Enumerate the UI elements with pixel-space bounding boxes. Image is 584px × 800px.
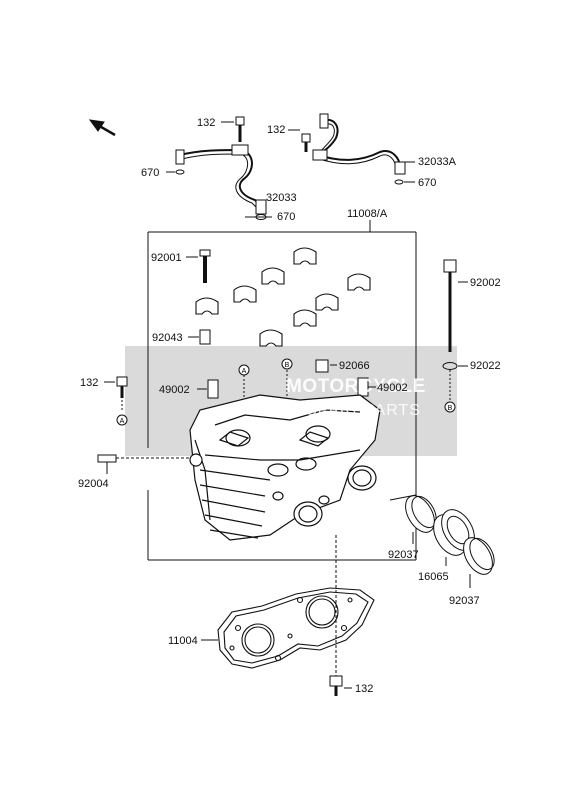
stud-92004 — [97, 454, 190, 474]
label-32033: 32033 — [266, 192, 297, 204]
bolt-92001 — [186, 249, 211, 283]
label-670-a: 670 — [141, 167, 160, 179]
callout-a-bolt: A — [120, 418, 125, 425]
label-11004: 11004 — [168, 635, 198, 647]
callout-b-bolt: B — [448, 405, 453, 412]
label-92002: 92002 — [470, 277, 501, 289]
gasket-11004 — [201, 587, 375, 669]
watermark-brand: MOTORCYCLE — [286, 376, 426, 397]
label-132-d: 132 — [355, 683, 374, 695]
bracket-11008a — [147, 220, 417, 561]
oil-pipe-right — [312, 113, 415, 185]
label-670-b: 670 — [277, 211, 296, 223]
dowel-92043 — [188, 329, 211, 345]
washer-92022 — [442, 362, 468, 413]
label-92037-b: 92037 — [449, 595, 480, 607]
label-92066: 92066 — [339, 360, 370, 372]
plug-49002-left — [197, 379, 219, 399]
label-92043: 92043 — [152, 332, 183, 344]
label-32033a: 32033A — [418, 156, 456, 168]
label-16065: 16065 — [418, 571, 449, 583]
bolt-132-left — [104, 376, 128, 426]
label-92037-a: 92037 — [388, 549, 419, 561]
clamp-92037-b — [463, 537, 495, 588]
clamp-92037-a — [389, 494, 437, 544]
label-92001: 92001 — [151, 252, 182, 264]
direction-arrow-icon — [88, 119, 116, 137]
bolt-92002 — [443, 259, 468, 352]
label-132-a: 132 — [197, 117, 216, 129]
bolt-132-bottom — [329, 535, 352, 696]
callout-b-head: B — [285, 362, 290, 369]
label-49002-a: 49002 — [159, 384, 190, 396]
camshaft-caps — [195, 247, 371, 347]
nut-92066 — [315, 359, 337, 373]
bolt-132-top-left — [221, 116, 245, 142]
bolt-132-top-right — [288, 129, 311, 152]
label-92004: 92004 — [78, 478, 109, 490]
label-132-c: 132 — [80, 377, 99, 389]
oil-pipe-left — [175, 144, 272, 220]
watermark-sub: SPAREPARTS — [306, 402, 421, 419]
label-670-c: 670 — [418, 177, 437, 189]
callout-a-head: A — [242, 368, 247, 375]
label-49002-b: 49002 — [377, 382, 408, 394]
cylinder-head — [189, 394, 381, 541]
label-11008a: 11008/A — [347, 208, 388, 220]
plug-49002-right — [357, 377, 376, 397]
label-92022: 92022 — [470, 360, 501, 372]
label-132-b: 132 — [267, 124, 286, 136]
